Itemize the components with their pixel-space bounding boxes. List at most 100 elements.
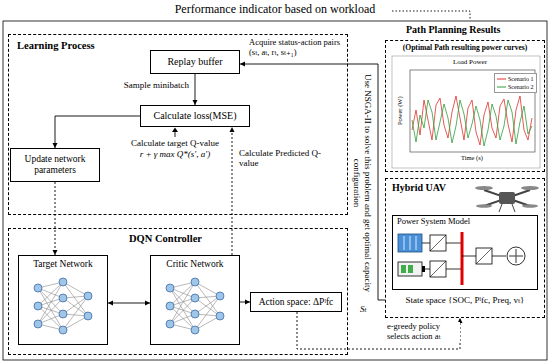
connector-arrow — [108, 303, 150, 304]
node-title: Action space: ΔPˡfc — [259, 297, 334, 308]
drone-icon-part — [484, 190, 530, 206]
power-system-icon-part — [398, 234, 422, 252]
edge-label: Acquire status-action pairs (sₜ, aₜ, rₜ,… — [248, 38, 347, 58]
legend-text: Scenario 2 — [508, 84, 534, 91]
power-system-icon-part — [492, 256, 506, 257]
action-box: Action space: ΔPˡfc — [250, 292, 342, 312]
power-system-icon-part — [422, 266, 425, 272]
power-system-icon-part — [410, 236, 411, 250]
critic-network-icon-part-part — [191, 294, 199, 302]
critic-network-icon-part-part — [191, 326, 199, 334]
load-power-chart-part — [412, 96, 532, 145]
legend-line — [497, 79, 506, 80]
drone-icon-part — [484, 190, 530, 206]
drone-icon-part — [521, 186, 539, 190]
outer-frame-part — [3, 21, 547, 360]
node-title: Calculate loss(MSE) — [153, 110, 236, 122]
critic-network-icon-part-part — [166, 302, 174, 310]
connector-arrow — [55, 116, 140, 148]
power-system-icon-part — [430, 261, 446, 277]
critic-network-icon-part-part — [216, 292, 224, 300]
power-system-icon-part — [515, 249, 516, 263]
signal-name: Sₜ — [360, 304, 376, 314]
legend-sample — [497, 77, 506, 81]
network-box: Target Network — [18, 255, 108, 345]
critic-network-icon — [166, 278, 224, 334]
diagram-title: Performance indicator based on workload — [0, 3, 550, 17]
target-network-icon-part-part — [59, 278, 67, 286]
feedback-leader-part — [392, 11, 470, 20]
target-network-icon-part — [38, 282, 63, 306]
power-system-icon-part — [422, 243, 430, 244]
process-box: Replay buffer — [150, 50, 240, 74]
node-title: Hybrid UAV — [392, 182, 446, 194]
axis-title: Time (s) — [440, 154, 504, 161]
connector-arrow — [55, 182, 56, 255]
power-system-icon — [398, 232, 525, 285]
power-system-icon-part — [408, 265, 413, 273]
network-box: Critic Network — [150, 255, 240, 345]
power-system-icon-part — [446, 269, 462, 270]
legend-line — [497, 87, 506, 88]
target-network-icon-part — [38, 298, 63, 324]
power-system-icon-part — [404, 236, 405, 250]
drone-icon-part — [499, 204, 502, 212]
critic-network-icon-part-part — [191, 310, 199, 318]
target-network-icon-part-part — [34, 302, 42, 310]
power-system-icon-part — [476, 248, 492, 264]
target-network-icon-part — [38, 288, 63, 314]
power-system-icon-part — [430, 235, 446, 251]
outer-frame — [3, 21, 547, 360]
power-system-icon-part — [425, 269, 430, 270]
critic-network-icon-part-part — [191, 278, 199, 286]
load-power-chart-part — [392, 56, 540, 168]
edge-label: e-greedy policy selects action aₜ — [386, 322, 460, 342]
drone-icon-part — [522, 204, 538, 208]
drone-icon-part — [512, 204, 515, 212]
drone-icon-part — [475, 186, 493, 190]
controller-region: DQN ControllerTarget Network Critic Netwo… — [8, 228, 348, 355]
target-network-icon-part-part — [59, 310, 67, 318]
q-value-arrow-part — [172, 128, 178, 133]
edge-label: Calculate Predicted Q-value — [238, 148, 324, 169]
target-network-icon — [34, 278, 92, 334]
q-value-arrow — [172, 128, 178, 138]
state-label: State space {SOC, Pˡfc, Preq, vₜ} — [388, 295, 542, 305]
power-system-icon-part — [401, 265, 406, 273]
power-system-icon-part — [446, 243, 462, 244]
connector-arrow — [195, 74, 196, 105]
critic-network-icon-part-part — [216, 312, 224, 320]
power-system-icon-part — [430, 235, 446, 251]
node-title: DQN Controller — [129, 233, 202, 245]
edge-label: Sample minibatch — [112, 80, 190, 90]
power-system-icon-part — [430, 261, 446, 277]
learning-region: Learning ProcessReplay bufferCalculate l… — [8, 34, 348, 215]
formula: r + γ max Q*(s′, a′) — [120, 149, 230, 159]
target-network-icon-part — [34, 278, 92, 334]
critic-network-icon-part — [166, 278, 224, 334]
legend-row: Scenario 2 — [497, 83, 534, 91]
node-title: Path Planning Results — [406, 24, 500, 36]
process-box: Calculate loss(MSE) — [140, 105, 250, 127]
annotation: Calculate target Q-value — [120, 138, 230, 148]
axis-title: Power (W) — [396, 81, 403, 141]
connector-layer-part — [55, 64, 460, 349]
feedback-leader — [392, 11, 470, 20]
node-subtitle: (Optimal Path resulting power curves) — [386, 44, 544, 53]
node-title: Replay buffer — [167, 56, 222, 68]
drone-icon-part — [499, 192, 515, 204]
legend-sample — [497, 85, 506, 89]
process-box: Update network parameters — [10, 148, 100, 182]
chart-legend: Scenario 1Scenario 2 — [494, 73, 537, 93]
connector-arrow — [232, 127, 233, 255]
target-network-icon-part-part — [34, 284, 42, 292]
connector-arrow — [240, 302, 250, 303]
node-title: Critic Network — [151, 259, 239, 270]
legend-text: Scenario 1 — [508, 76, 534, 83]
connector-arrow — [240, 64, 385, 300]
model-box: Power System Model — [392, 215, 538, 290]
chart-title: Load Power — [430, 58, 510, 66]
node-title: Power System Model — [397, 217, 470, 227]
